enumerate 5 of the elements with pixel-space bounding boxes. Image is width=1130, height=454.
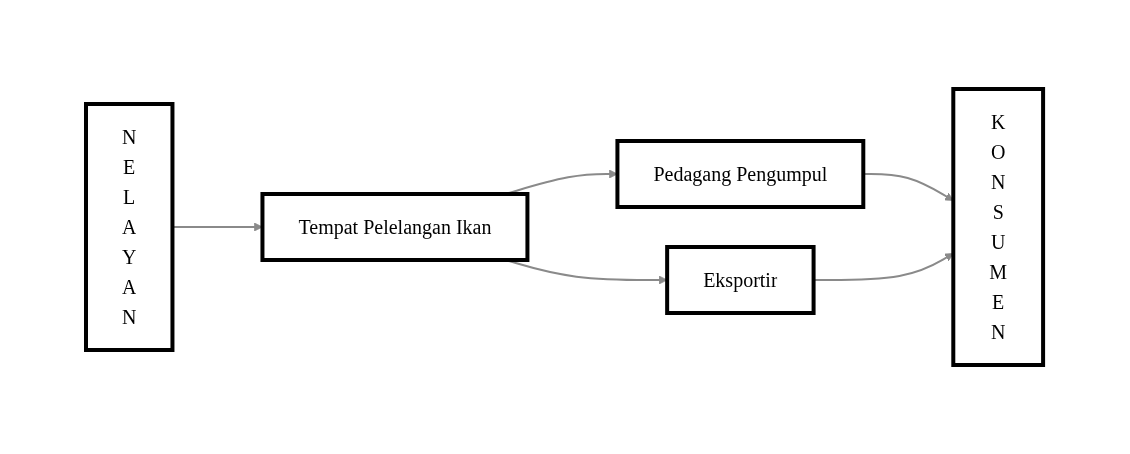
- node-box: Eksportir: [665, 245, 817, 315]
- node-box: Tempat Pelelangan Ikan: [260, 192, 530, 262]
- node-box: N E L A Y A N: [84, 102, 175, 352]
- node-box: Pedagang Pengumpul: [615, 139, 866, 209]
- node-box: K O N S U M E N: [951, 87, 1046, 367]
